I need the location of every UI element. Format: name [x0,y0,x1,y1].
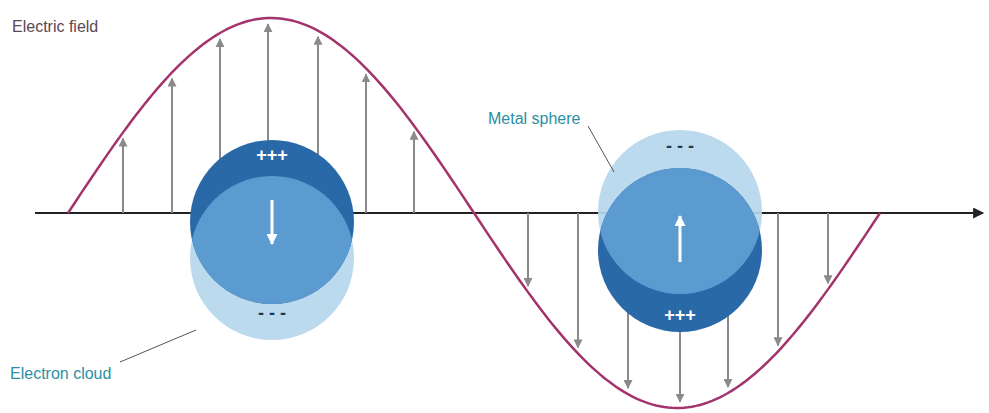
part-label: Electron cloud [10,365,111,383]
charge-sign: +++ [664,306,696,326]
field-arrow [365,74,367,213]
metal-sphere [190,140,354,304]
sphere-group [598,130,762,332]
field-arrow [527,213,529,286]
field-arrow [171,78,173,213]
part-label: Metal sphere [488,110,581,128]
displacement-arrow [271,200,274,244]
sphere-group [190,140,354,340]
field-label: Electric field [12,18,98,36]
charge-sign: +++ [256,146,288,166]
displacement-arrow [679,216,682,262]
axis-line [35,212,983,214]
electric-field-wave [68,18,880,408]
leader-line [120,330,196,362]
sphere-overlap [598,168,762,332]
field-arrow [777,213,779,345]
field-arrow [577,213,579,348]
field-arrow [122,138,124,213]
charge-sign: - - - [258,304,286,324]
field-arrow [413,132,415,213]
sphere-overlap [190,140,354,304]
leader-line [588,126,614,172]
charge-sign: - - - [666,137,694,157]
metal-sphere [598,168,762,332]
field-arrow [827,213,829,283]
field-arrows [123,24,828,402]
